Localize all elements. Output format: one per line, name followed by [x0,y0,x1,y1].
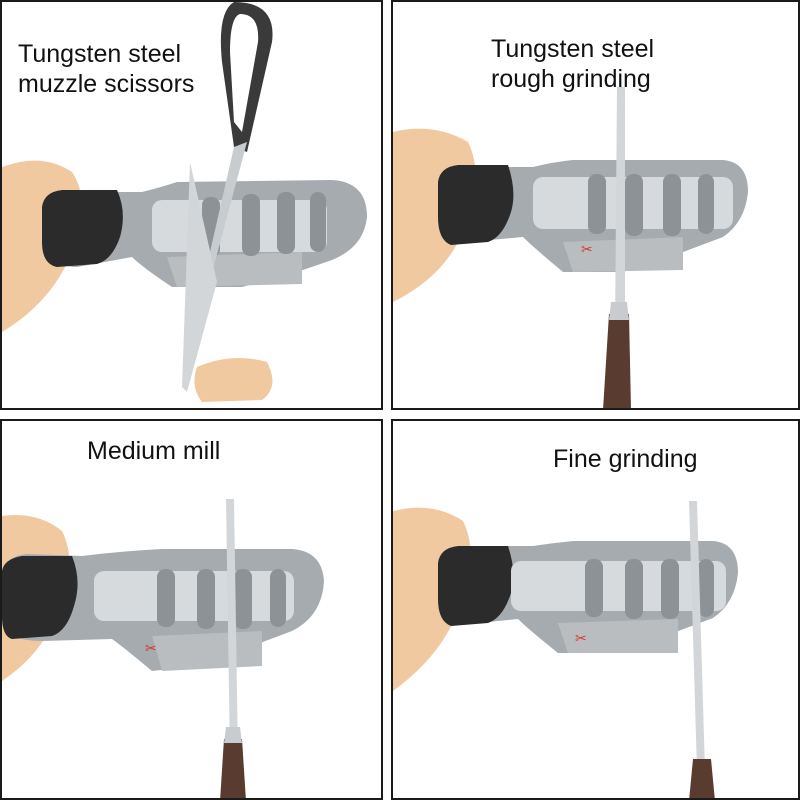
rough-grinding-photo: ✂ [393,87,748,408]
slot-divider [661,559,679,619]
knife-blade [615,87,625,332]
sharpener-grip [42,190,123,267]
scissors-slot-icon: ✂ [145,641,157,657]
steel-base [558,619,678,653]
slot-divider [625,559,643,619]
slot-divider [310,192,326,252]
fine-grinding-photo: ✂ [393,501,738,798]
scissors-blade [202,142,247,292]
fingers [194,358,273,402]
slot-housing [94,571,294,621]
scissors-handle-hole [230,14,259,132]
slot-divider [663,174,681,236]
slot-divider [625,174,643,236]
slot-housing [152,200,327,252]
panel-caption: Tungsten steel rough grinding [491,35,655,93]
knife-bolster [224,727,242,743]
sharpener-grip [2,556,78,639]
slot-divider [698,174,714,234]
steel-base [152,631,262,671]
knife-bolster [609,302,629,320]
slot-divider [270,569,286,627]
slot-divider [277,192,295,254]
panel-caption: Medium mill [87,437,221,465]
panel-caption: Fine grinding [553,445,698,473]
slot-divider [242,194,260,256]
slot-divider [585,559,603,617]
knife-handle [220,739,246,798]
scissors-slot-icon: ✂ [581,242,593,258]
panel-fine-grinding: ✂ Fine grinding [391,419,800,800]
sharpener-grip [438,546,514,626]
knife-blade [689,501,705,771]
slot-divider [588,174,606,234]
panel-tungsten-steel-scissors: Tungsten steel muzzle scissors [0,0,383,410]
panel-rough-grinding: ✂ Tungsten steel rough grinding [391,0,800,410]
slot-divider [234,569,252,629]
scissors-sharpening-photo [2,2,367,402]
scissors-slot-icon: ✂ [575,631,587,647]
scissors-blade [182,162,217,392]
panel-caption: Tungsten steel muzzle scissors [18,40,195,98]
slot-divider [197,569,215,629]
knife-blade [226,499,238,756]
medium-mill-photo: ✂ [2,499,324,798]
sharpener-grip [438,165,514,245]
knife-handle [603,314,631,408]
knife-handle [689,759,715,798]
panel-medium-mill: ✂ Medium mill [0,419,383,800]
slot-divider [157,569,175,627]
slot-divider [698,559,714,617]
